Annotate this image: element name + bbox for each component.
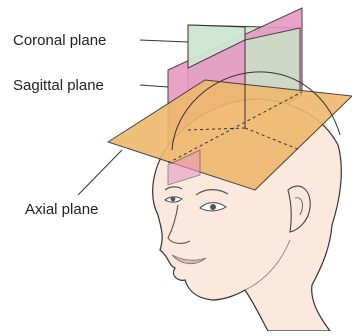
coronal-plane-label: Coronal plane bbox=[13, 33, 106, 48]
axial-plane-label: Axial plane bbox=[25, 202, 98, 217]
leader-line-coronal bbox=[140, 40, 188, 42]
sagittal-plane-label: Sagittal plane bbox=[13, 78, 104, 93]
leader-line-sagittal bbox=[140, 85, 168, 87]
pupil-left bbox=[171, 197, 176, 202]
pupil-right bbox=[210, 204, 216, 210]
leader-line-axial bbox=[78, 150, 122, 195]
